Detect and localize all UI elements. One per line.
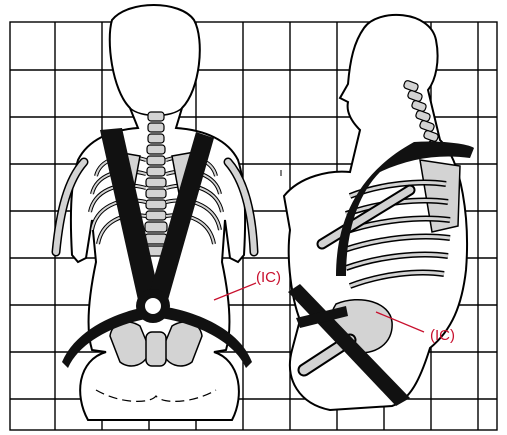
front-buckle-ring <box>144 297 162 315</box>
side-figure: (IC) <box>284 15 474 410</box>
front-figure: (IC) <box>56 5 281 420</box>
side-ic-marker: (IC) <box>430 327 455 344</box>
front-ic-marker: (IC) <box>256 269 281 286</box>
